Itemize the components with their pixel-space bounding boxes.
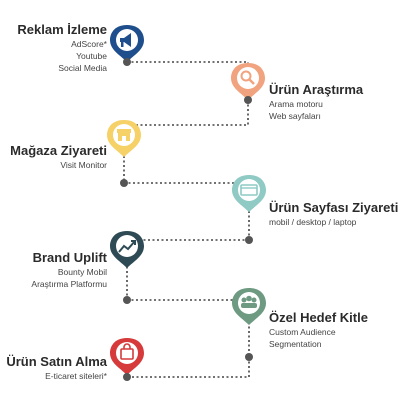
step-2-title: Ürün Araştırma xyxy=(269,82,364,97)
megaphone-icon xyxy=(120,33,131,47)
step-4-line-1: mobil / desktop / laptop xyxy=(269,217,357,227)
connector-6-7 xyxy=(127,357,250,378)
step-6-title: Özel Hedef Kitle xyxy=(269,310,368,325)
browser-icon xyxy=(240,184,258,196)
step-3-text: Mağaza Ziyareti Visit Monitor xyxy=(10,143,107,171)
step-3-line-1: Visit Monitor xyxy=(60,160,107,170)
step-1-text: Reklam İzleme AdScore* Youtube Social Me… xyxy=(17,22,107,74)
step-6-text: Özel Hedef Kitle Custom Audience Segment… xyxy=(269,310,368,350)
step-7-text: Ürün Satın Alma E-ticaret siteleri* xyxy=(6,354,107,382)
connector-3-4 xyxy=(124,182,250,240)
step-1-line-3: Social Media xyxy=(58,63,107,73)
dotted-connector-path xyxy=(123,61,250,378)
step-5-line-2: Araştırma Platformu xyxy=(31,279,107,289)
connector-1-2 xyxy=(127,61,249,100)
step-5-title: Brand Uplift xyxy=(32,250,107,265)
pin-step-7 xyxy=(110,338,144,381)
step-2-line-2: Web sayfaları xyxy=(269,111,321,121)
pin-step-3 xyxy=(107,120,141,187)
step-5-text: Brand Uplift Bounty Mobil Araştırma Plat… xyxy=(31,250,107,290)
pin-step-5 xyxy=(110,231,144,304)
step-2-text: Ürün Araştırma Arama motoru Web sayfalar… xyxy=(269,82,363,122)
pin-step-6 xyxy=(232,288,266,361)
magnifier-icon xyxy=(240,70,255,85)
step-1-line-2: Youtube xyxy=(76,51,107,61)
step-7-line-1: E-ticaret siteleri* xyxy=(45,371,107,381)
step-4-text: Ürün Sayfası Ziyareti mobil / desktop / … xyxy=(269,200,398,228)
shopping-bag-icon xyxy=(120,343,134,360)
step-1-title: Reklam İzleme xyxy=(17,22,107,37)
connector-2-3 xyxy=(123,100,249,183)
step-4-title: Ürün Sayfası Ziyareti xyxy=(269,200,399,215)
step-1-line-1: AdScore* xyxy=(71,39,107,49)
audience-icon xyxy=(241,295,257,308)
connector-4-5 xyxy=(126,239,249,300)
step-3-title: Mağaza Ziyareti xyxy=(10,143,107,158)
connector-5-6 xyxy=(127,299,250,357)
step-5-line-1: Bounty Mobil xyxy=(57,267,107,277)
pin-step-4 xyxy=(232,175,266,244)
step-2-line-1: Arama motoru xyxy=(269,99,323,109)
step-6-line-2: Segmentation xyxy=(269,339,322,349)
step-6-line-1: Custom Audience xyxy=(269,327,336,337)
step-7-title: Ürün Satın Alma xyxy=(6,354,107,369)
trend-up-icon xyxy=(118,240,136,253)
pin-step-2 xyxy=(231,63,265,104)
store-icon xyxy=(117,129,131,141)
pin-step-1 xyxy=(110,25,144,66)
